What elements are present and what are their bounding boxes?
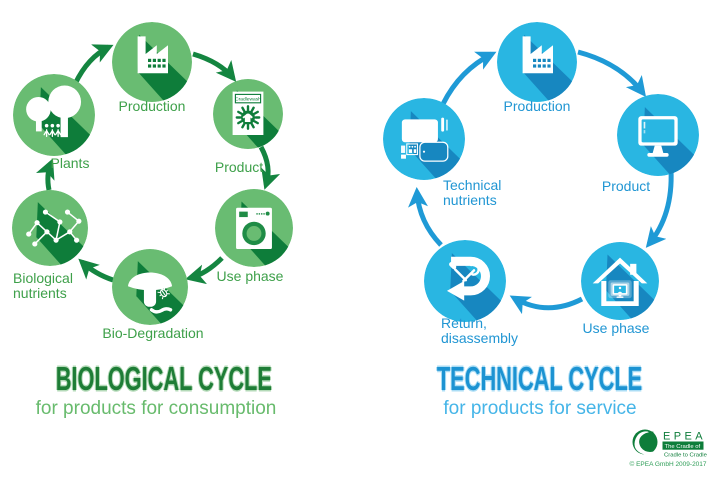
bio-plants-label: Plants: [50, 155, 90, 171]
tech-product-label: Product: [601, 178, 651, 194]
technical-cycle-subtitle: for products for service: [443, 398, 637, 419]
bio-degradation-node: [112, 249, 188, 325]
epea-logo-graphic: EPEA The Cradle of Cradle to Cradle: [632, 429, 708, 459]
epea-logo-name: EPEA: [663, 431, 706, 443]
copyright-text: © EPEA GmbH 2009-2017: [629, 461, 707, 468]
tech-production-node: [497, 22, 577, 102]
epea-swirl-icon: [634, 431, 656, 455]
arrow-technutrients-to-production: [440, 51, 497, 106]
arrow-usephase-to-biodegradation: [185, 256, 224, 285]
tech-return-node: [424, 240, 506, 322]
arrow-plants-to-production: [72, 44, 114, 86]
bio-plants-node: [13, 74, 95, 156]
epea-tagline-strip: [662, 441, 704, 450]
biological-cycle-title: BIOLOGICAL CYCLE: [55, 360, 272, 397]
technical-cycle-title-block: TECHNICAL CYCLE for products for service: [384, 362, 696, 420]
detergent-box-icon: Cradlewash: [213, 79, 283, 149]
tech-production-label: Production: [503, 98, 571, 114]
tech-return-label: Return, disassembly: [441, 315, 519, 347]
molecule-icon: [12, 190, 88, 266]
washing-machine-icon: [215, 189, 293, 267]
trees-icon: [13, 74, 95, 156]
monitor-icon: [617, 94, 699, 176]
tech-nutrients-node: [383, 98, 465, 180]
bio-production-label: Production: [118, 98, 186, 114]
uturn-arrow-tools-icon: [424, 240, 506, 322]
epea-tagline-line2: Cradle to Cradle: [664, 453, 708, 459]
biological-cycle-title-block: BIOLOGICAL CYCLE for products for consum…: [0, 362, 312, 420]
arrow-product-to-usephase-tech: [645, 169, 674, 248]
factory-icon: [497, 22, 577, 102]
epea-logo: EPEA The Cradle of Cradle to Cradle: [630, 427, 709, 466]
tech-nutrients-label: Technical nutrients: [443, 177, 502, 209]
tech-usephase-node: [581, 242, 659, 320]
bio-nutrients-label: Biological nutrients: [13, 270, 73, 302]
bio-usephase-label: Use phase: [216, 268, 284, 284]
technical-cycle-title: TECHNICAL CYCLE: [437, 360, 643, 397]
arrow-return-to-technutrients: [408, 187, 443, 247]
mushroom-bug-worm-icon: [112, 249, 188, 325]
bio-nutrients-node: [12, 190, 88, 266]
bio-product-node: Cradlewash: [213, 79, 283, 149]
house-monitor-icon: [581, 242, 659, 320]
biological-cycle-subtitle: for products for consumption: [35, 398, 277, 419]
epea-leaf-icon: [647, 430, 654, 437]
bio-product-label: Product: [214, 159, 264, 175]
arrow-product-to-usephase: [258, 145, 281, 190]
tech-usephase-label: Use phase: [582, 320, 650, 336]
arrow-nutrients-to-plants: [36, 158, 55, 191]
detergent-box-label: Cradlewash: [235, 97, 261, 103]
arrow-biodegradation-to-nutrients: [78, 258, 114, 283]
factory-icon: [112, 22, 192, 102]
bio-degradation-label: Bio-Degradation: [102, 325, 204, 341]
device-parts-icon: [383, 98, 465, 180]
arrow-production-to-product-tech: [577, 49, 647, 97]
arrow-usephase-to-return: [509, 295, 584, 315]
arrow-production-to-product: [192, 51, 237, 82]
bio-production-node: [112, 22, 192, 102]
tech-product-node: [617, 94, 699, 176]
epea-tagline-line1: The Cradle of: [665, 444, 701, 450]
bio-usephase-node: [215, 189, 293, 267]
